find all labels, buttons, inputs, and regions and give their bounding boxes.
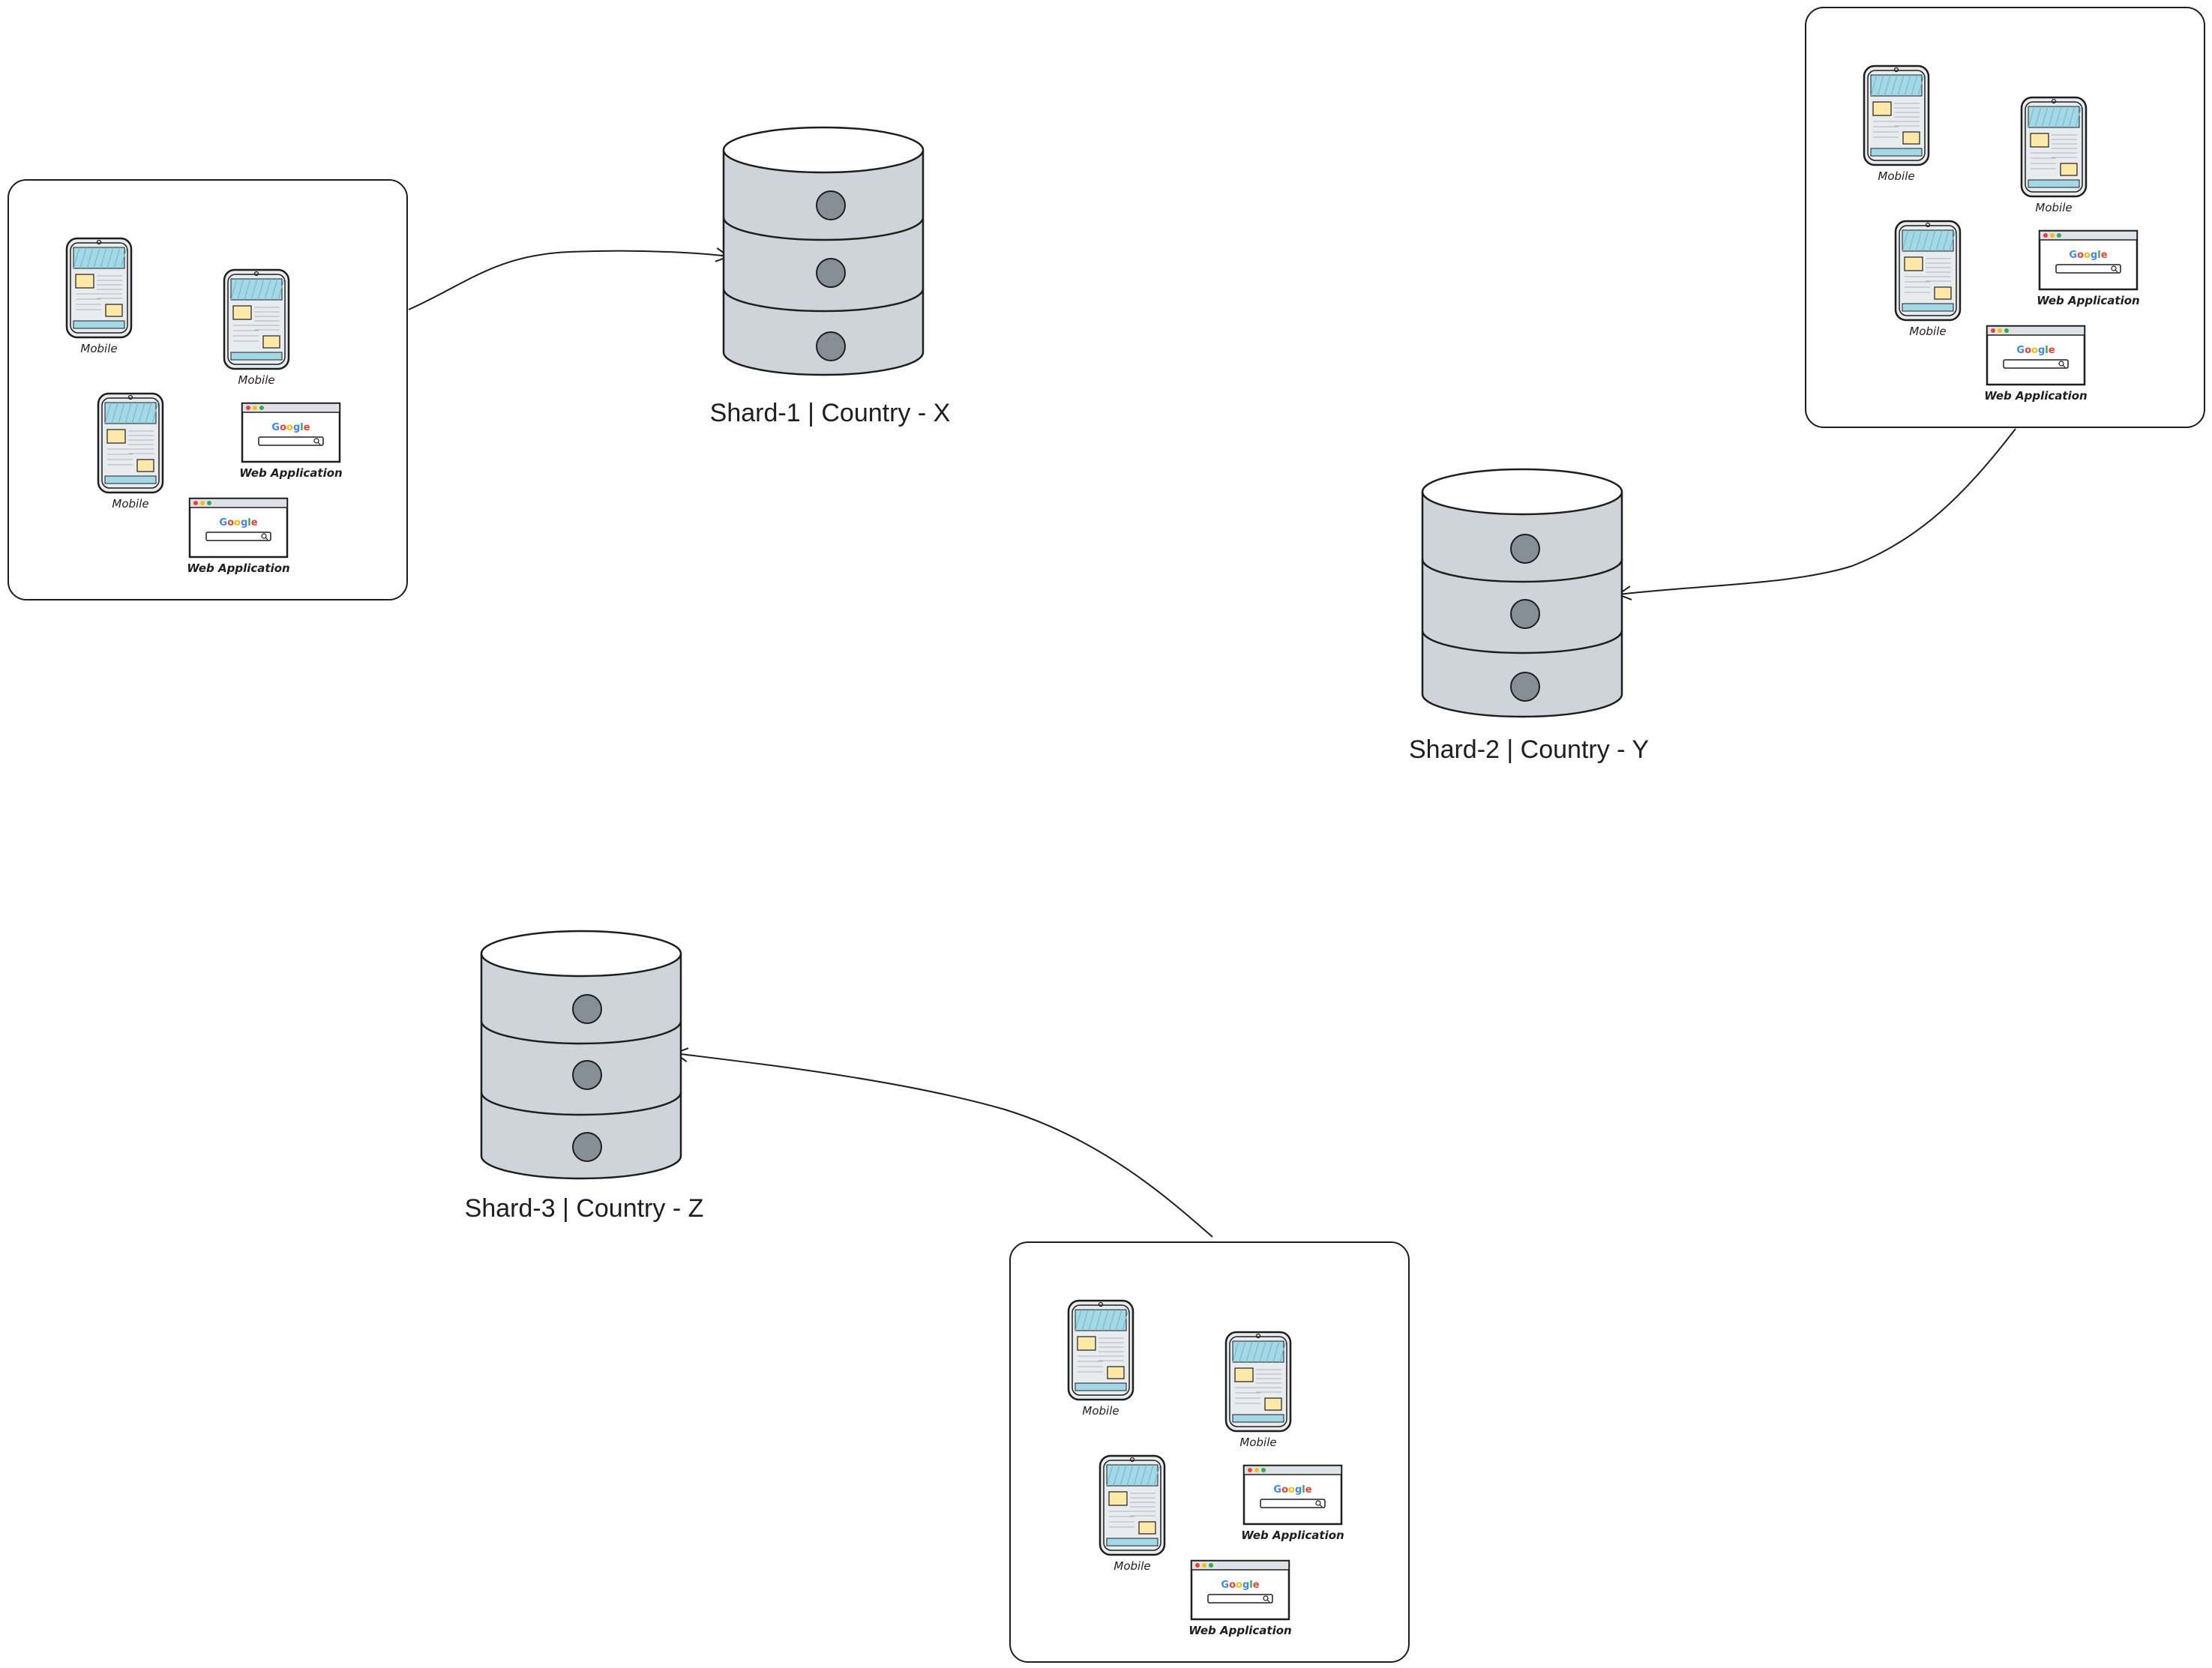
mobile-label: Mobile (1082, 1404, 1119, 1418)
browser-brand-text: Google (2016, 345, 2055, 356)
mobile-device-icon[interactable]: Mobile (1224, 1331, 1292, 1449)
client-group-z-frame[interactable] (1009, 1241, 1410, 1663)
mobile-label: Mobile (112, 497, 148, 511)
mobile-label: Mobile (1878, 169, 1914, 183)
mobile-device-icon[interactable]: Mobile (1894, 220, 1962, 338)
shard-3-label: Shard-3 | Country - Z (465, 1194, 704, 1223)
arrow-group-z-to-shard-3[interactable] (673, 1047, 1213, 1238)
database-shard-2[interactable] (1421, 468, 1623, 718)
web-application-label: Web Application (1188, 1624, 1291, 1637)
browser-brand-text: Google (219, 517, 257, 529)
arrow-group-x-to-shard-1[interactable] (408, 247, 731, 310)
mobile-label: Mobile (238, 373, 274, 387)
mobile-label: Mobile (80, 342, 117, 355)
client-group-x-frame[interactable] (7, 179, 408, 600)
mobile-device-icon[interactable]: Mobile (2020, 96, 2088, 214)
web-application-label: Web Application (187, 561, 289, 575)
browser-brand-text: Google (2069, 250, 2107, 261)
mobile-device-icon[interactable]: Mobile (223, 268, 290, 387)
browser-brand-text: Google (271, 422, 310, 433)
web-application-label: Web Application (2037, 294, 2139, 307)
database-shard-1[interactable] (722, 126, 925, 376)
client-group-y-frame[interactable] (1805, 7, 2205, 428)
mobile-device-icon[interactable]: Mobile (1863, 64, 1930, 183)
web-application-label: Web Application (239, 466, 342, 480)
web-application-label: Web Application (1984, 389, 2087, 403)
browser-brand-text: Google (1221, 1580, 1259, 1591)
shard-1-label: Shard-1 | Country - X (710, 399, 951, 427)
mobile-label: Mobile (1239, 1436, 1276, 1449)
mobile-device-icon[interactable]: Mobile (1099, 1454, 1166, 1573)
mobile-device-icon[interactable]: Mobile (65, 237, 133, 355)
mobile-device-icon[interactable]: Mobile (97, 392, 164, 511)
arrow-group-y-to-shard-2[interactable] (1616, 428, 2016, 600)
web-application-label: Web Application (1241, 1529, 1344, 1542)
mobile-label: Mobile (2035, 201, 2072, 214)
browser-brand-text: Google (1273, 1484, 1311, 1496)
mobile-label: Mobile (1113, 1559, 1150, 1573)
mobile-label: Mobile (1909, 325, 1946, 338)
mobile-device-icon[interactable]: Mobile (1067, 1299, 1134, 1418)
database-shard-3[interactable] (480, 930, 682, 1180)
shard-2-label: Shard-2 | Country - Y (1409, 735, 1649, 764)
